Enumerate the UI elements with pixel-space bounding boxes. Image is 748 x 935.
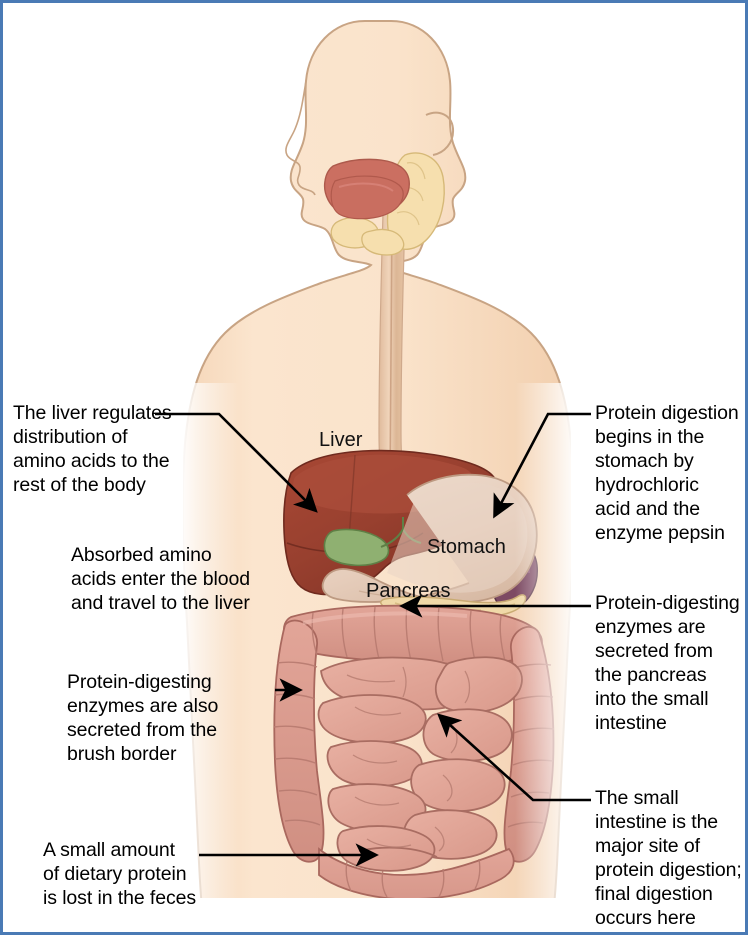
organ-label-liver: Liver (319, 429, 363, 451)
organ-label-pancreas: Pancreas (366, 580, 451, 602)
leader-stomach (493, 412, 591, 519)
gallbladder (323, 517, 422, 567)
callout-small-intestine: The small intestine is the major site of… (595, 787, 742, 929)
callout-liver-regulates: The liver regulates distribution of amin… (13, 402, 172, 496)
callout-pancreas-enzymes: Protein-digesting enzymes are secreted f… (595, 592, 740, 734)
anatomy-illustration (3, 20, 745, 932)
edge-fade (3, 383, 745, 932)
leader-lines (155, 412, 591, 867)
callout-absorbed-amino-acids: Absorbed amino acids enter the blood and… (71, 544, 250, 614)
callout-stomach-digestion: Protein digestion begins in the stomach … (595, 402, 739, 544)
organ-label-stomach: Stomach (427, 536, 506, 558)
callout-feces-loss: A small amount of dietary protein is los… (43, 839, 196, 909)
leader-small-intestine (437, 713, 591, 802)
oral-cavity-tongue (323, 158, 410, 220)
callout-brush-border: Protein-digesting enzymes are also secre… (67, 671, 219, 765)
leader-liver-regulates (155, 412, 318, 513)
